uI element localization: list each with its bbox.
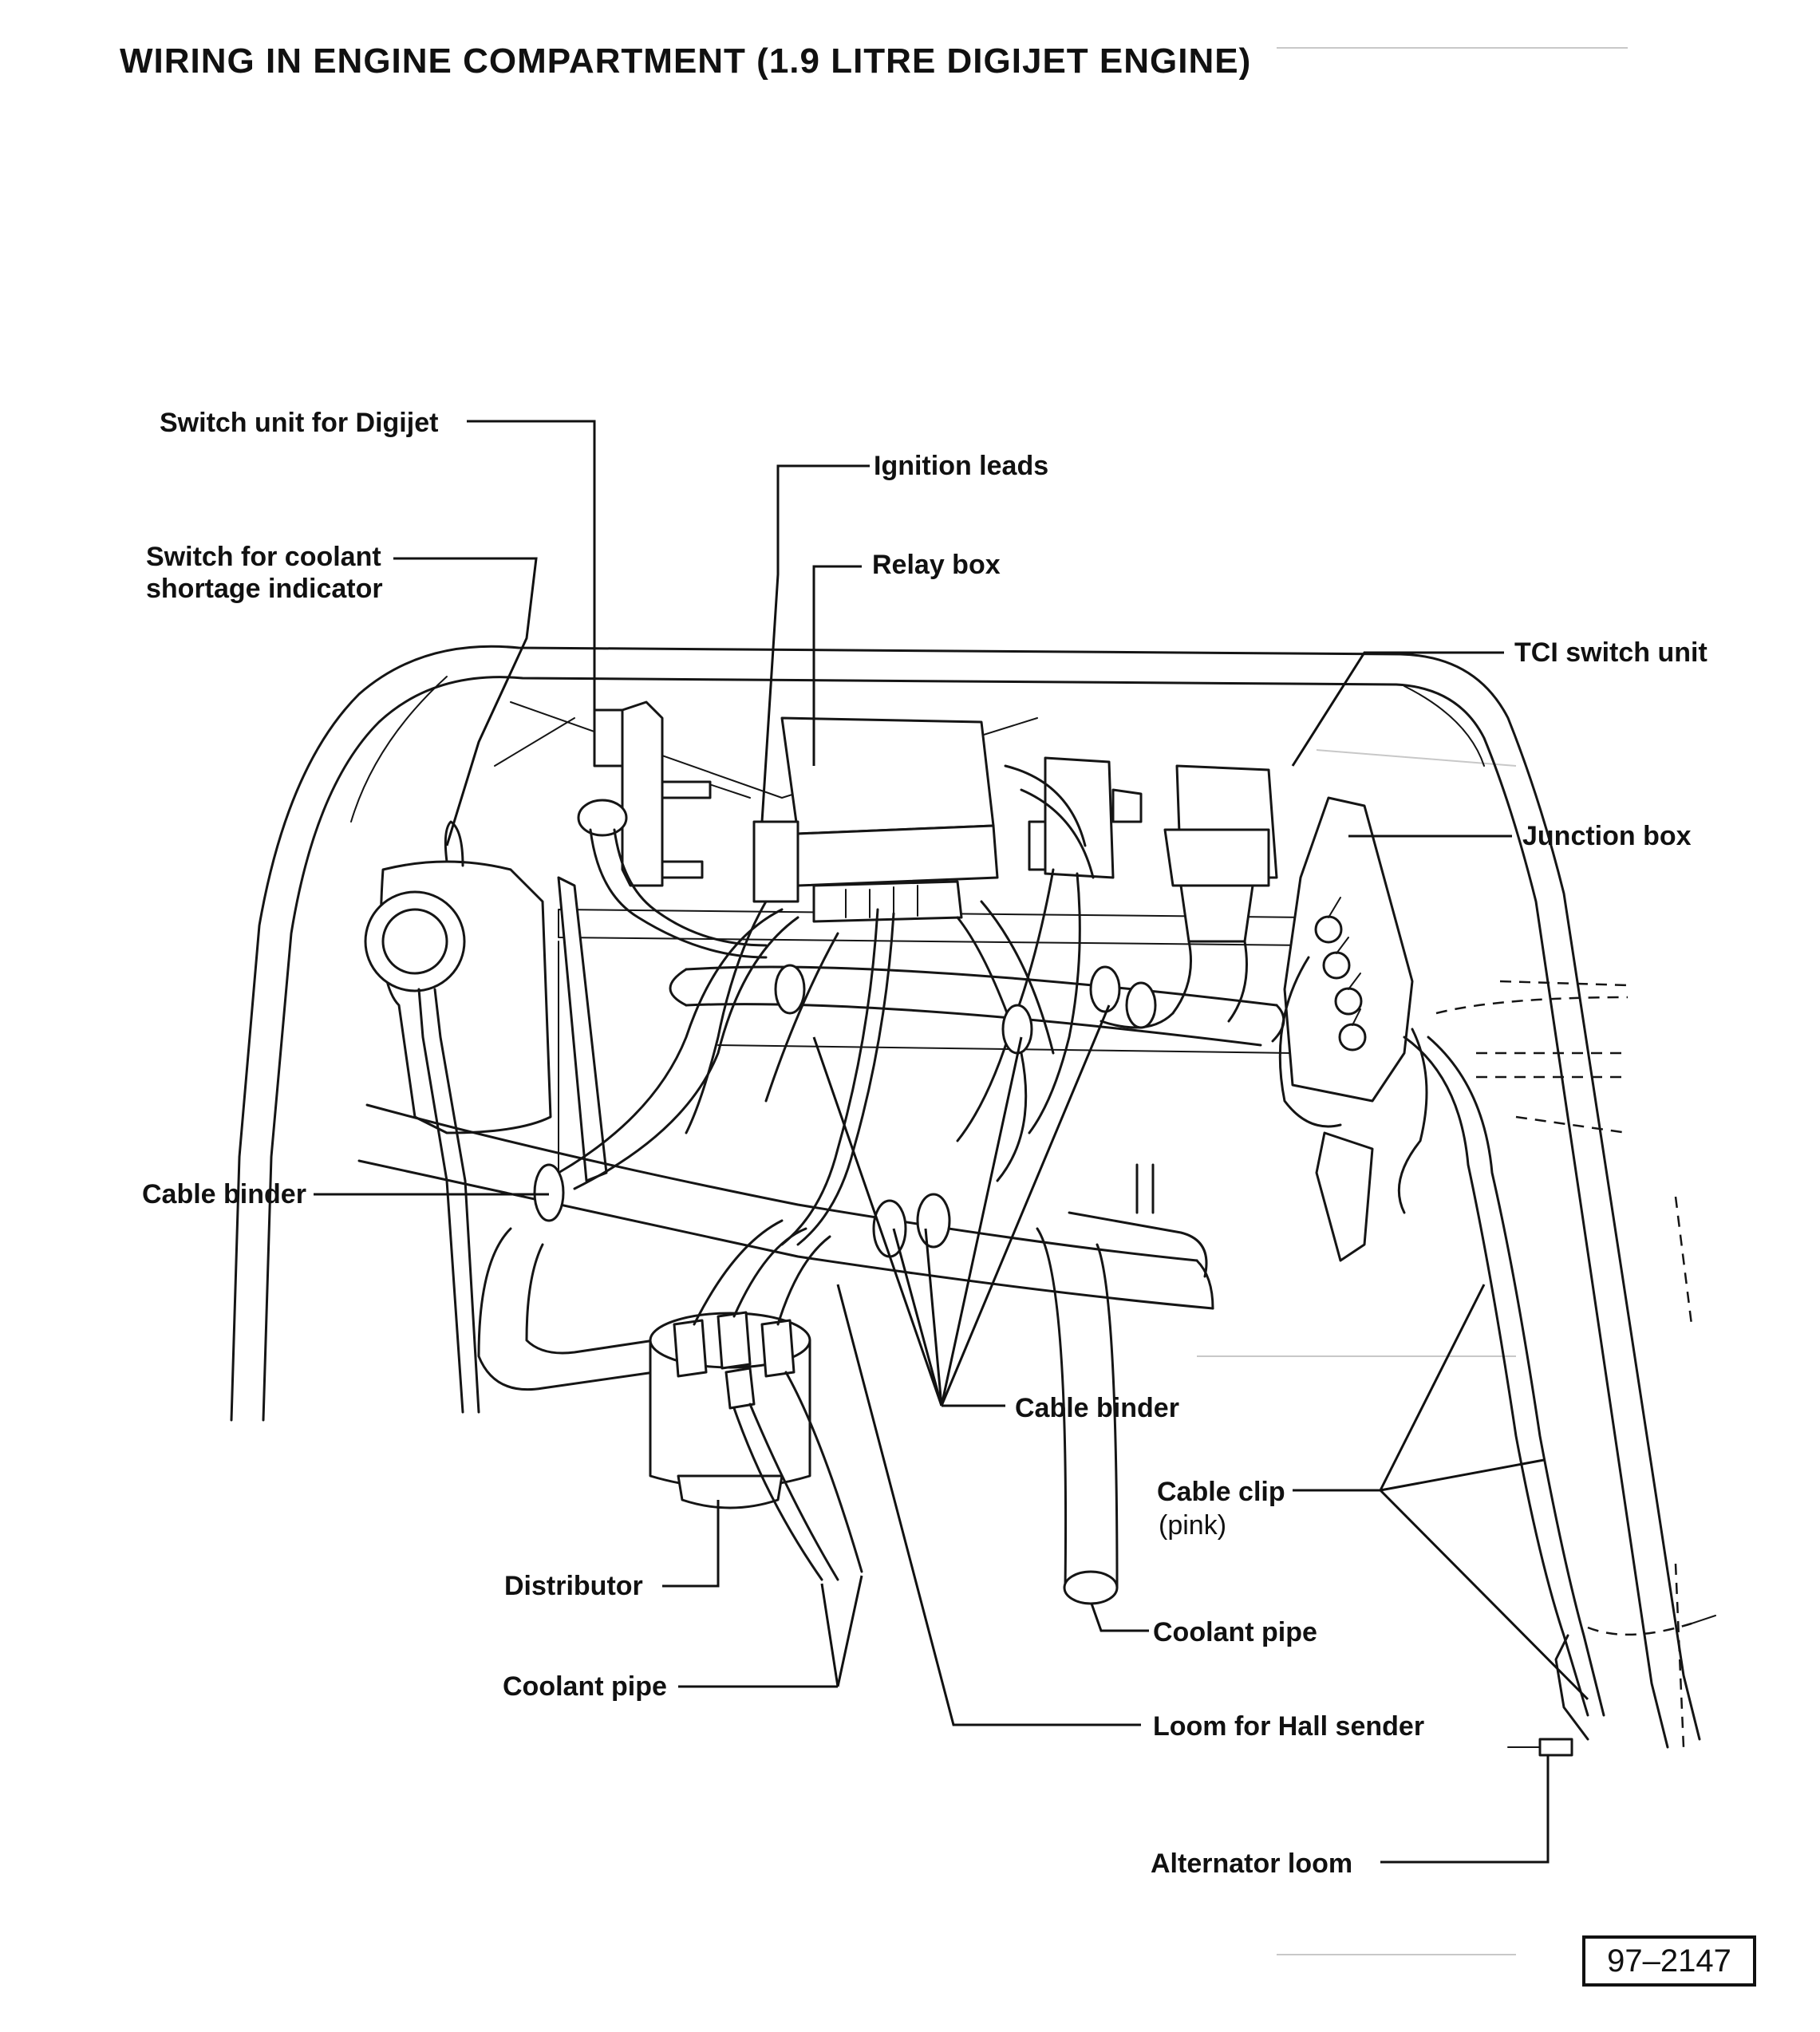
label-cable-binder-left: Cable binder [142, 1179, 306, 1209]
coolant-tank [364, 820, 608, 1414]
relay-box [752, 716, 999, 923]
label-coolant-pipe-left: Coolant pipe [503, 1671, 667, 1702]
tci-switch-unit [1163, 764, 1278, 1023]
junction-box [1283, 796, 1414, 1262]
label-distributor: Distributor [504, 1571, 643, 1601]
label-relay-box: Relay box [872, 550, 1001, 580]
label-tci-switch-unit: TCI switch unit [1514, 637, 1707, 668]
label-loom-hall-sender: Loom for Hall sender [1153, 1711, 1425, 1742]
leader-lines [314, 420, 1589, 1864]
label-switch-coolant-line2: shortage indicator [146, 574, 383, 604]
wiring-harness [557, 764, 1716, 1757]
page-title: WIRING IN ENGINE COMPARTMENT (1.9 LITRE … [120, 41, 1252, 81]
label-junction-box: Junction box [1522, 821, 1692, 851]
compartment-frame [230, 645, 1701, 1749]
distributor [649, 1219, 863, 1581]
label-alternator-loom: Alternator loom [1151, 1849, 1353, 1879]
label-switch-coolant-line1: Switch for coolant [146, 542, 381, 572]
label-cable-clip-note: (pink) [1159, 1510, 1227, 1541]
label-cable-binder-center: Cable binder [1015, 1393, 1179, 1423]
center-connector [1028, 756, 1143, 879]
figure-number: 97–2147 [1582, 1935, 1756, 1987]
label-switch-unit-digijet: Switch unit for Digijet [160, 408, 439, 438]
ignition-leads [685, 900, 839, 1134]
label-coolant-pipe-right: Coolant pipe [1153, 1617, 1317, 1647]
label-ignition-leads: Ignition leads [874, 451, 1049, 481]
cable-binders [533, 964, 1157, 1258]
background-faint-marks [1197, 47, 1628, 1955]
main-hoses [357, 965, 1285, 1605]
label-cable-clip: Cable clip [1157, 1477, 1285, 1507]
digijet-switch-unit [577, 700, 768, 959]
